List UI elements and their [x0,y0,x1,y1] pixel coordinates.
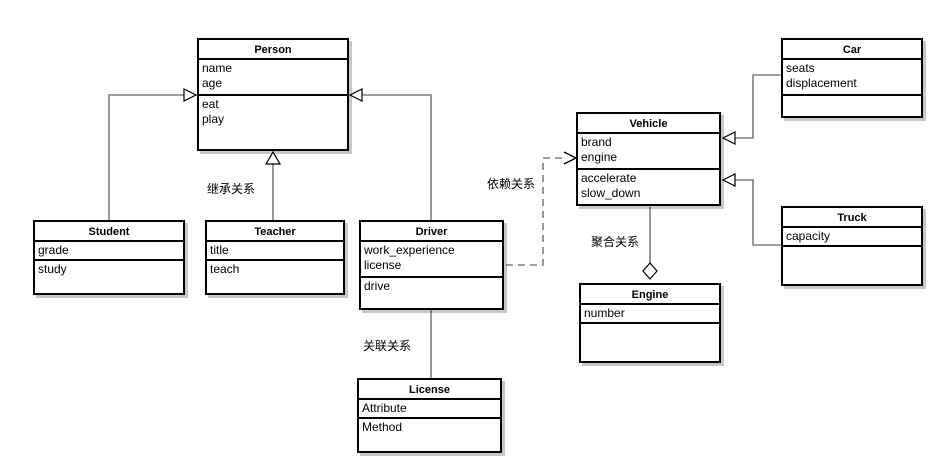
edge-engine-vehicle [642,207,658,280]
class-member: work_experience [364,243,455,257]
class-name-truck: Truck [783,208,921,228]
class-operations-truck [783,247,921,250]
class-name-driver: Driver [361,222,502,242]
edge-driver-vehicle [506,151,578,266]
edge-student-person [108,88,198,220]
class-member: drive [364,279,391,293]
edge-label-dependency: 依赖关系 [485,176,538,192]
class-member: title [210,243,229,257]
edge-teacher-person [264,150,282,220]
class-attributes-student: grade [35,242,183,261]
class-box-engine[interactable]: Engine number [579,283,721,363]
edge-car-vehicle [721,74,781,145]
class-name-engine: Engine [581,285,719,305]
class-operations-teacher: teach [207,261,343,279]
class-member: Attribute [362,401,407,415]
class-member: age [202,76,223,90]
class-member: license [364,258,402,272]
class-name-vehicle: Vehicle [578,114,719,134]
class-member: play [202,112,225,126]
class-box-truck[interactable]: Truck capacity [781,206,923,286]
edge-label-association: 关联关系 [361,338,414,354]
class-member: seats [786,61,815,75]
class-name-license: License [359,380,500,400]
class-member: study [38,262,67,276]
class-member: eat [202,97,219,111]
class-operations-student: study [35,261,183,279]
class-member: engine [581,150,618,164]
edge-truck-vehicle [721,173,781,246]
class-member: number [584,306,625,320]
class-operations-driver: drive [361,278,502,296]
class-operations-car [783,96,921,99]
class-member: capacity [786,229,831,243]
class-box-student[interactable]: Student grade study [33,220,185,295]
class-box-teacher[interactable]: Teacher title teach [205,220,345,295]
class-attributes-truck: capacity [783,228,921,247]
class-name-person: Person [199,40,347,60]
class-name-teacher: Teacher [207,222,343,242]
edge-label-aggregation: 聚合关系 [589,234,642,250]
class-operations-engine [581,324,719,327]
class-member: name [202,61,233,75]
class-member: accelerate [581,171,637,185]
class-box-license[interactable]: License Attribute Method [357,378,502,453]
class-attributes-teacher: title [207,242,343,261]
class-operations-license: Method [359,419,500,437]
class-member: slow_down [581,186,641,200]
class-attributes-license: Attribute [359,400,500,419]
class-member: grade [38,243,69,257]
class-member: teach [210,262,240,276]
class-attributes-engine: number [581,305,719,324]
class-name-student: Student [35,222,183,242]
edge-label-inheritance: 继承关系 [205,181,258,197]
class-name-car: Car [783,40,921,60]
class-member: displacement [786,76,857,90]
class-member: Method [362,420,403,434]
edge-driver-person [348,88,432,220]
class-member: brand [581,135,612,149]
